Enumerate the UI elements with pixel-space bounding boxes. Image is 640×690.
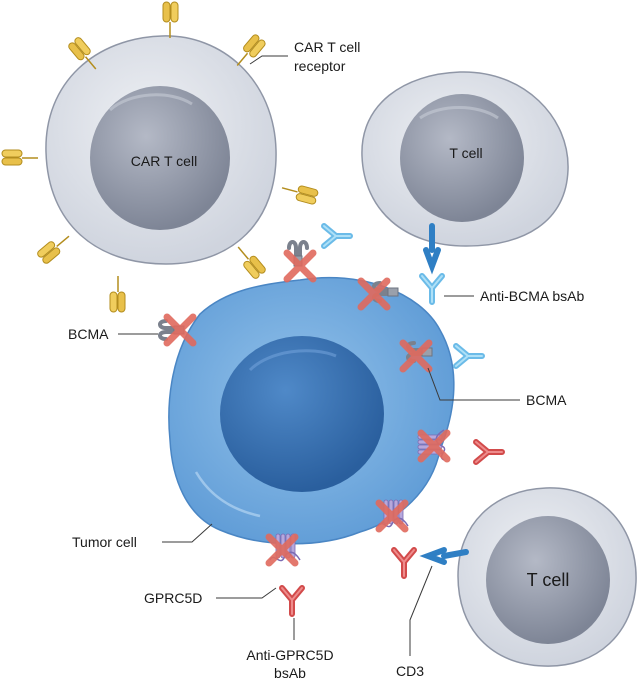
t-cell-top-label: T cell bbox=[449, 145, 482, 161]
car-receptor-icon bbox=[35, 229, 75, 266]
cd3-bottom bbox=[419, 547, 469, 565]
car-receptor-label-line2: receptor bbox=[294, 58, 346, 74]
cd3-top bbox=[423, 223, 441, 275]
car-receptor-icon bbox=[162, 1, 179, 39]
tumor-cell bbox=[168, 276, 455, 545]
antibody-y-icon bbox=[324, 226, 350, 246]
anti-bcma-label: Anti-BCMA bsAb bbox=[480, 288, 584, 304]
anti-gprc5d-label-line2: bsAb bbox=[274, 665, 306, 681]
t-cell-bottom-label: T cell bbox=[527, 570, 570, 590]
car-receptor-icon bbox=[279, 180, 320, 206]
antibody-y-icon bbox=[476, 442, 502, 462]
cd3-label: CD3 bbox=[396, 663, 424, 679]
car-receptor-label-line1: CAR T cell bbox=[294, 39, 360, 55]
bcma-right-label: BCMA bbox=[526, 392, 567, 408]
gprc5d-label: GPRC5D bbox=[144, 590, 202, 606]
t-cell-top: T cell bbox=[361, 71, 569, 247]
car-t-cell: CAR T cell bbox=[45, 35, 277, 265]
car-receptor-icon bbox=[231, 32, 268, 72]
car-receptor-icon bbox=[231, 241, 268, 281]
car-t-cell-label: CAR T cell bbox=[131, 153, 197, 169]
bcma-left-label: BCMA bbox=[68, 326, 109, 342]
car-receptor-icon bbox=[109, 275, 126, 313]
t-cell-bottom: T cell bbox=[457, 487, 637, 667]
antibody-y-icon bbox=[282, 588, 302, 614]
car-receptor-icon bbox=[1, 149, 39, 166]
tumor-cell-label: Tumor cell bbox=[72, 534, 137, 550]
antibody-y-icon bbox=[456, 346, 482, 366]
antibody-y-icon bbox=[394, 550, 414, 576]
antibody-y-icon bbox=[422, 276, 442, 302]
anti-gprc5d-label-line1: Anti-GPRC5D bbox=[246, 647, 333, 663]
